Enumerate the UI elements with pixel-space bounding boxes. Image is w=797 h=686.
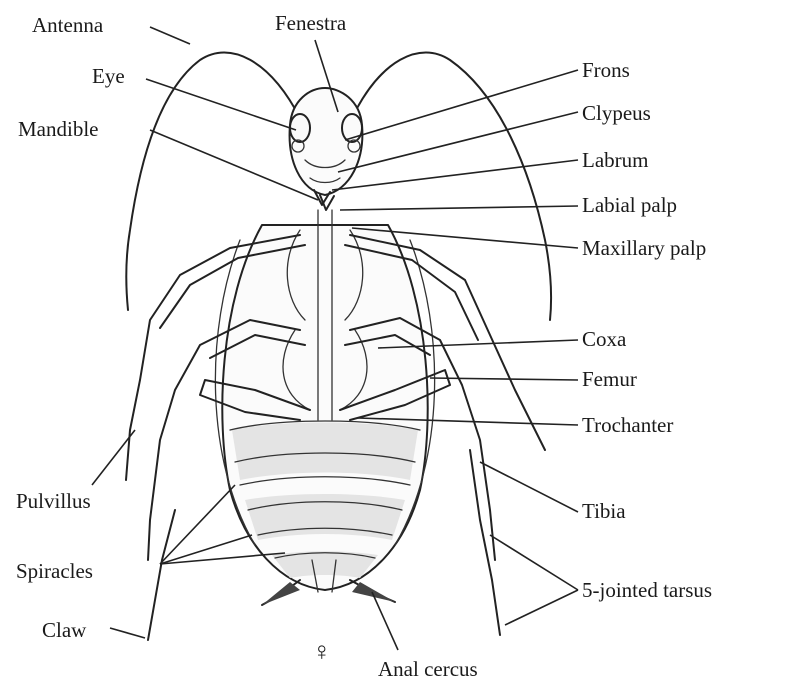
label-eye: Eye bbox=[92, 64, 125, 88]
label-fenestra: Fenestra bbox=[275, 11, 347, 35]
label-labial-palp: Labial palp bbox=[582, 193, 677, 217]
label-anal-cercus: Anal cercus bbox=[378, 657, 478, 681]
label-coxa: Coxa bbox=[582, 327, 627, 351]
label-tibia: Tibia bbox=[582, 499, 626, 523]
label-antenna: Antenna bbox=[32, 13, 104, 37]
label-labrum: Labrum bbox=[582, 148, 648, 172]
label-claw: Claw bbox=[42, 618, 87, 642]
label-trochanter: Trochanter bbox=[582, 413, 673, 437]
female-symbol: ♀ bbox=[312, 637, 332, 666]
label-pulvillus: Pulvillus bbox=[16, 489, 91, 513]
label-maxillary-palp: Maxillary palp bbox=[582, 236, 706, 260]
label-frons: Frons bbox=[582, 58, 630, 82]
label-mandible: Mandible bbox=[18, 117, 98, 141]
label-spiracles: Spiracles bbox=[16, 559, 93, 583]
label-femur: Femur bbox=[582, 367, 637, 391]
label-five-jointed-tarsus: 5-jointed tarsus bbox=[582, 578, 712, 602]
label-clypeus: Clypeus bbox=[582, 101, 651, 125]
head bbox=[290, 88, 363, 210]
